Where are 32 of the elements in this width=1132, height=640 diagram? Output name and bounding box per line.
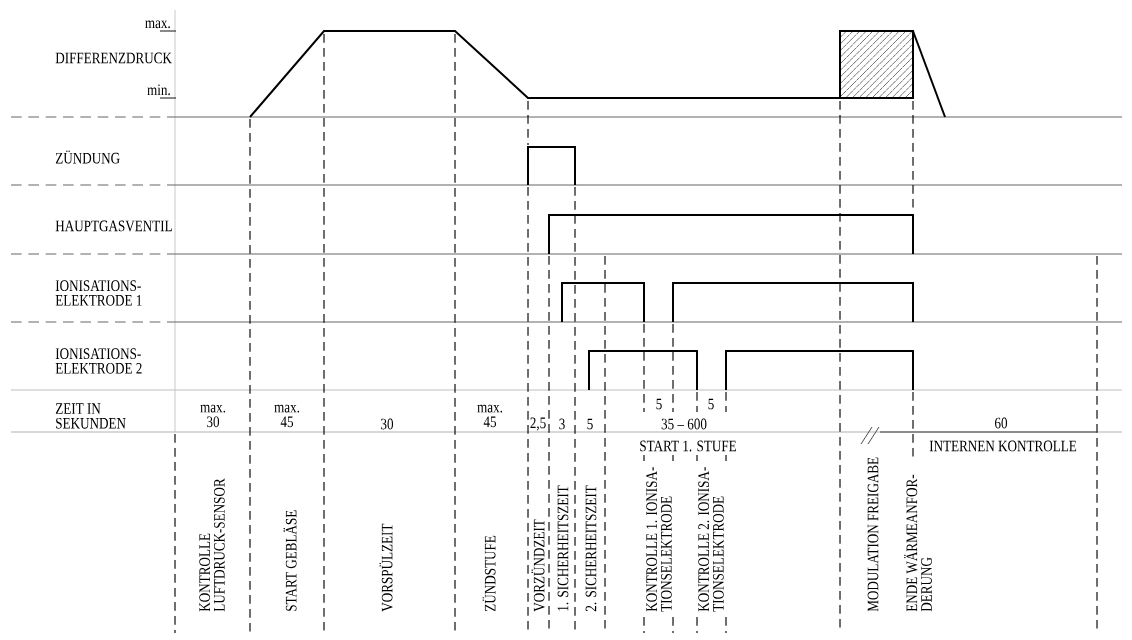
time-value: 60 — [995, 417, 1008, 429]
row-label: DIFFERENZDRUCK — [55, 52, 172, 64]
phase-label: ZÜNDSTUFE — [482, 535, 496, 612]
time-value: max. 45 — [477, 404, 503, 428]
time-value: 5 — [656, 398, 662, 410]
phase-label: KONTROLLE LUFTDRUCK-SENSOR — [199, 478, 225, 612]
level-label: max. — [145, 20, 170, 29]
level-label: min. — [147, 84, 170, 96]
time-value: max. 30 — [200, 404, 226, 428]
time-value: 3 — [559, 418, 565, 430]
row-label: HAUPTGASVENTIL — [55, 220, 172, 232]
time-value: 2,5 — [530, 417, 546, 431]
time-value: 30 — [381, 418, 394, 430]
phase-label: 2. SICHERHEITSZEIT — [585, 485, 597, 612]
phase-label: START GEBLÄSE — [283, 510, 297, 611]
phase-label: MODULATION FREIGABE — [867, 457, 879, 612]
time-value: 35 – 600 — [661, 418, 707, 430]
phase-label: KONTROLLE 1. IONISA- TIONSELEKTRODE — [646, 467, 672, 612]
time-value: 5 — [708, 398, 714, 410]
phase-label: 1. SICHERHEITSZEIT — [557, 485, 569, 611]
phase-label: START 1. STUFE — [640, 440, 736, 452]
row-label: ZEIT IN SEKUNDEN — [55, 403, 126, 429]
phase-label: ENDE WÄRMEANFOR- DERUNG — [904, 474, 932, 612]
row-label: ZÜNDUNG — [55, 150, 120, 164]
phase-label: VORSPÜLZEIT — [379, 523, 393, 612]
phase-label: KONTROLLE 2. IONISA- TIONSELEKTRODE — [698, 467, 724, 612]
row-label: IONISATIONS- ELEKTRODE 1 — [55, 280, 142, 306]
row-label: IONISATIONS- ELEKTRODE 2 — [55, 348, 142, 374]
phase-label: INTERNEN KONTROLLE — [929, 440, 1077, 452]
time-value: max. 45 — [274, 404, 300, 428]
time-value: 5 — [587, 418, 593, 430]
phase-label: VORZÜNDZEIT — [531, 519, 545, 612]
